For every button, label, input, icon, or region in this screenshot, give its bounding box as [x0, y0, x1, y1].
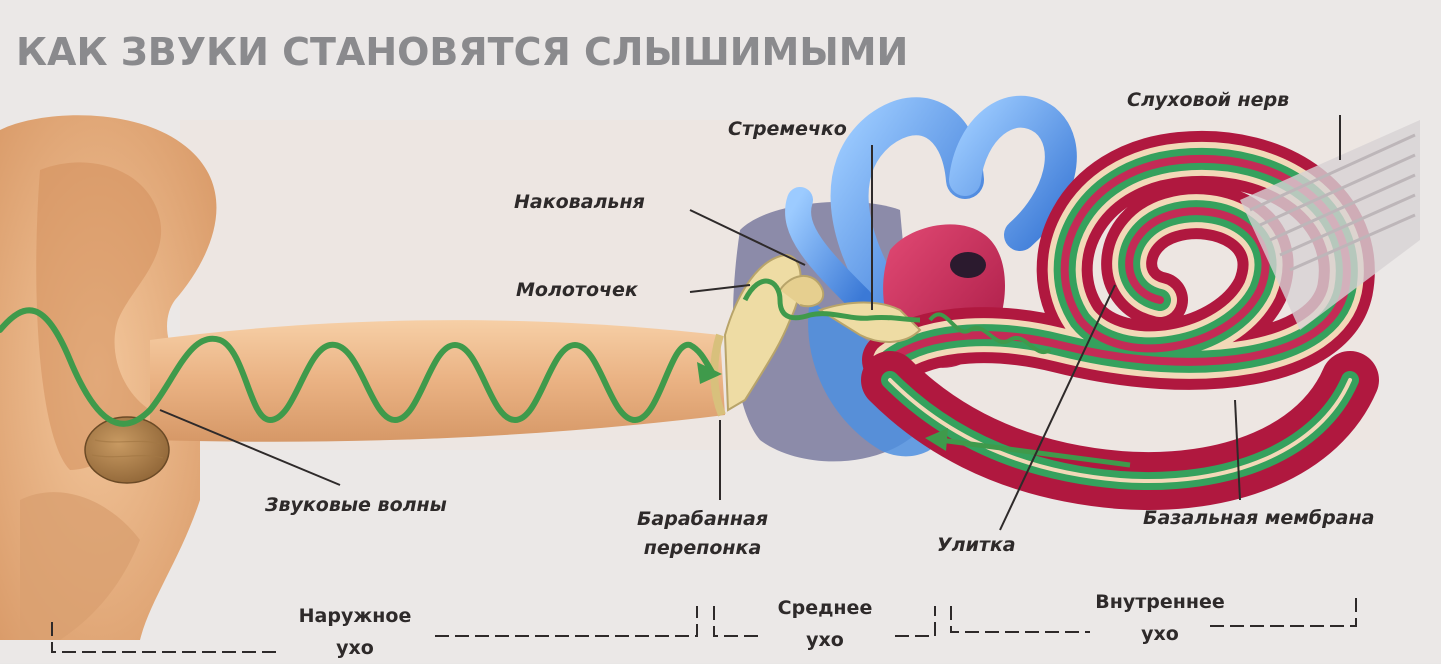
- outer-ear: [0, 115, 217, 640]
- label-eardrum-line2: перепонка: [643, 537, 762, 559]
- label-cochlea: Улитка: [937, 534, 1016, 556]
- leader-lines: [159, 115, 1341, 531]
- section-brackets: [51, 592, 1357, 653]
- section-outer-ear-line2: ухо: [336, 637, 374, 659]
- label-eardrum: Барабанная перепонка: [620, 507, 785, 560]
- section-outer-ear: Наружное ухо: [265, 600, 445, 664]
- section-middle-ear: Среднее ухо: [745, 592, 905, 656]
- ear-canal: [150, 320, 725, 442]
- ear-plug-disc: [84, 416, 170, 484]
- section-outer-ear-line1: Наружное: [298, 605, 412, 627]
- label-basilar-membrane: Базальная мембрана: [1143, 507, 1375, 529]
- cochlea-spiral: [861, 120, 1420, 510]
- label-incus: Наковальня: [514, 191, 645, 213]
- label-stapes: Стремечко: [728, 118, 847, 140]
- section-inner-ear-line2: ухо: [1141, 623, 1179, 645]
- label-eardrum-line1: Барабанная: [636, 508, 769, 530]
- label-auditory-nerve: Слуховой нерв: [1127, 89, 1290, 111]
- page-title: КАК ЗВУКИ СТАНОВЯТСЯ СЛЫШИМЫМИ: [16, 30, 909, 74]
- semicircular-canals: [785, 95, 1077, 313]
- cochlea-arrow: [925, 428, 948, 451]
- sound-wave: [0, 307, 715, 427]
- wave-arrow: [697, 362, 722, 384]
- label-malleus: Молоточек: [516, 279, 638, 301]
- section-middle-ear-line2: ухо: [806, 629, 844, 651]
- label-sound-waves: Звуковые волны: [265, 494, 447, 516]
- section-inner-ear-line1: Внутреннее: [1095, 591, 1225, 613]
- section-inner-ear: Внутреннее ухо: [1070, 586, 1250, 650]
- section-middle-ear-line1: Среднее: [777, 597, 873, 619]
